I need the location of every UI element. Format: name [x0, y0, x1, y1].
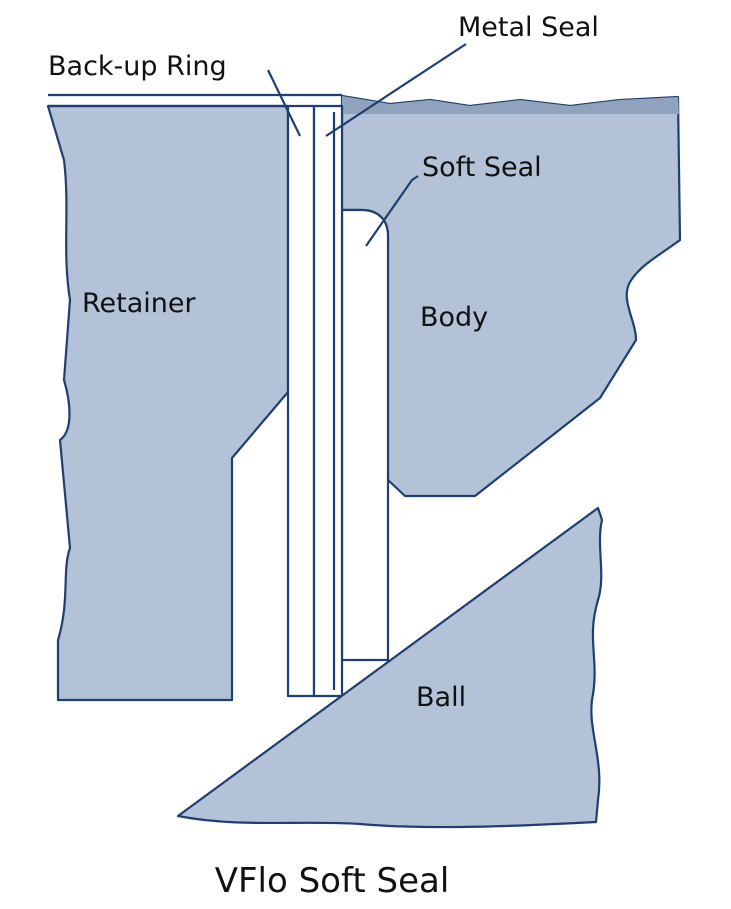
label-body: Body: [420, 302, 488, 333]
label-retainer: Retainer: [82, 288, 197, 319]
diagram-caption: VFlo Soft Seal: [215, 861, 450, 901]
label-ball: Ball: [416, 682, 466, 713]
retainer-part: [46, 104, 290, 702]
ball-part: [176, 506, 604, 829]
soft-seal-part: [340, 208, 390, 662]
soft-seal-leader: [365, 175, 419, 247]
label-soft-seal: Soft Seal: [422, 152, 542, 183]
body-top-shade: [342, 96, 679, 114]
metal-seal-part: [312, 104, 344, 698]
metal-seal-leader: [325, 43, 467, 137]
label-metal-seal: Metal Seal: [458, 12, 599, 43]
back-up-ring-part: [286, 104, 316, 698]
back-up-ring-leader: [267, 69, 301, 137]
label-back-up-ring: Back-up Ring: [48, 51, 227, 82]
